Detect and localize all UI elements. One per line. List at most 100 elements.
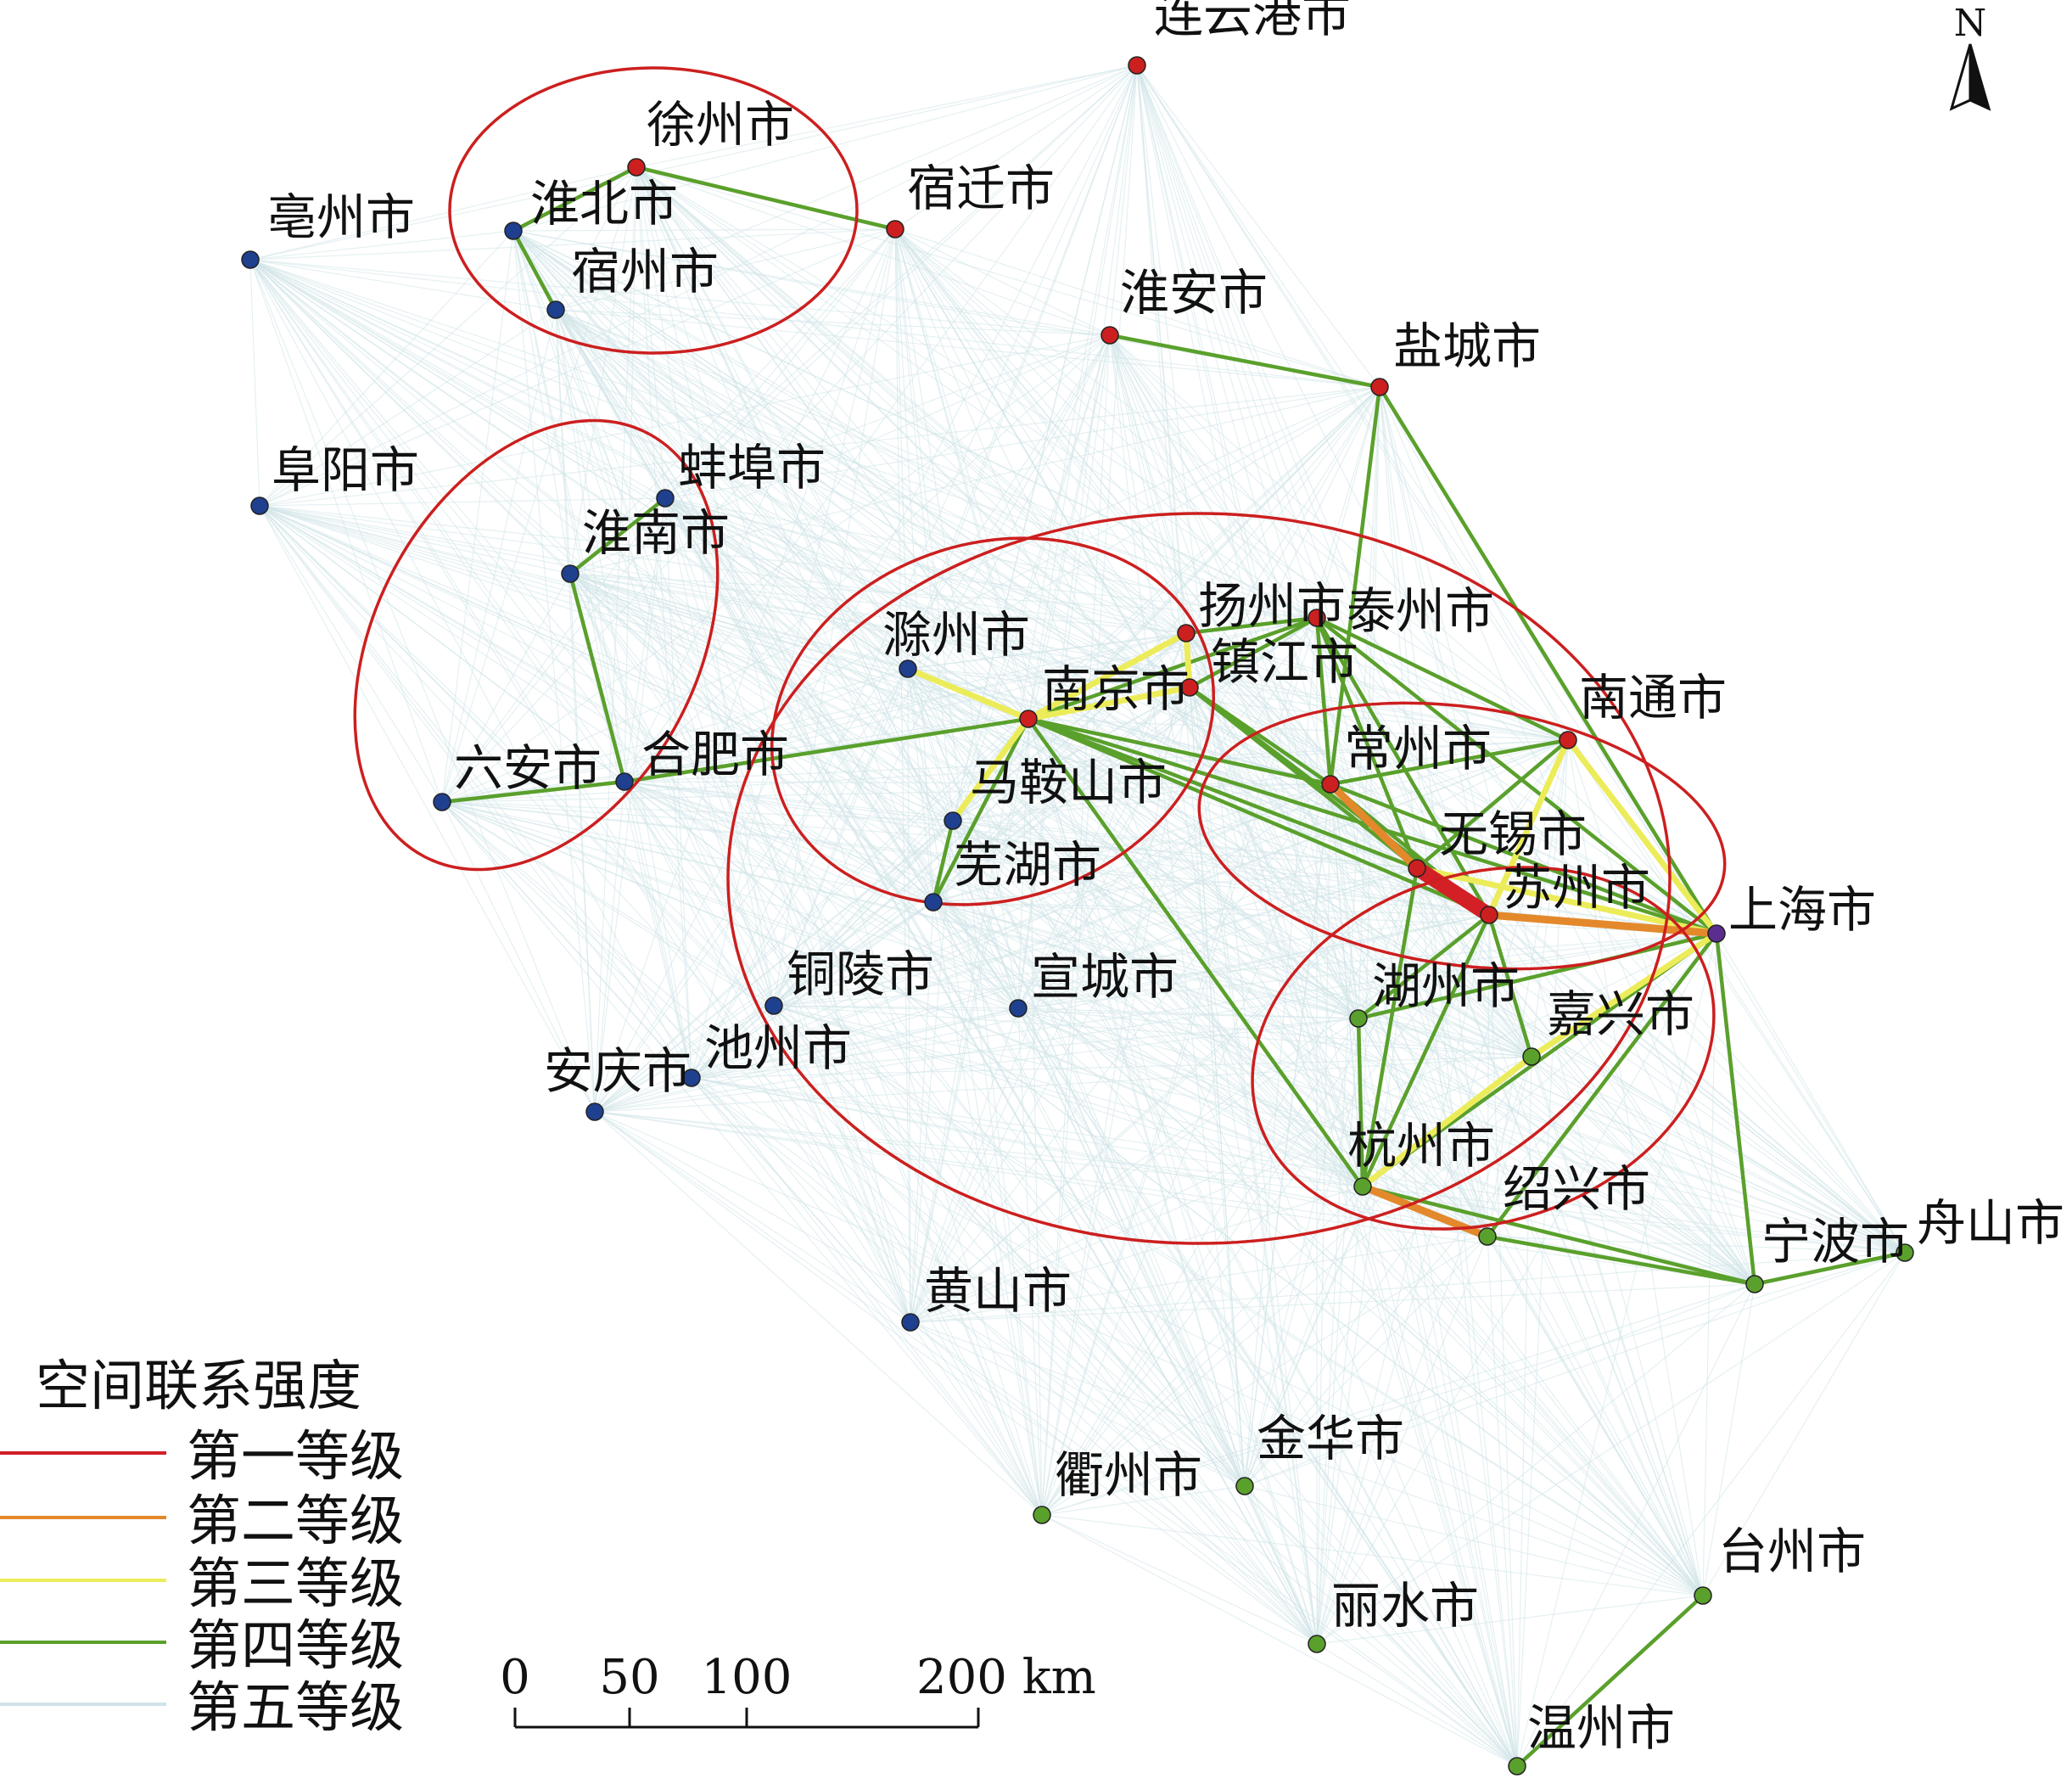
- city-label-jiaxing: 嘉兴市: [1547, 985, 1694, 1043]
- tier5-link: [636, 166, 1380, 388]
- tier5-link: [910, 1321, 1043, 1516]
- tier5-link: [259, 505, 443, 803]
- city-label-quzhou: 衢州市: [1055, 1446, 1202, 1504]
- tier5-link: [1702, 933, 1717, 1596]
- tier5-link: [249, 259, 1029, 720]
- tier5-link: [773, 1005, 1364, 1187]
- tier5-link: [1487, 739, 1569, 1237]
- tier5-link: [569, 573, 1190, 688]
- tier5-link: [1316, 1283, 1756, 1645]
- tier5-link: [555, 309, 625, 783]
- city-label-chuzhou: 滁州市: [882, 606, 1030, 664]
- city-label-changzhou: 常州市: [1344, 720, 1492, 777]
- tier5-link: [1416, 867, 1518, 1767]
- tier5-link: [594, 1111, 1518, 1767]
- tier5-link: [624, 334, 1111, 783]
- tier4-link-taizhou_js-nantong: [1314, 615, 1571, 743]
- tier5-link: [952, 783, 1331, 822]
- tier5-link: [1017, 867, 1418, 1009]
- tier5-link: [952, 820, 1364, 1187]
- tier5-link: [1416, 867, 1704, 1596]
- tier5-link: [1017, 1007, 1359, 1019]
- tier5-link: [569, 573, 1359, 1019]
- tier5-link: [1379, 386, 1756, 1285]
- tier5-link: [259, 505, 1359, 1019]
- tier5-link: [894, 65, 1138, 230]
- tier5-link: [894, 228, 1569, 741]
- tier5-link: [1516, 1283, 1756, 1767]
- tier5-link: [910, 1321, 1246, 1487]
- tier5-link: [691, 1056, 1532, 1079]
- tier5-link: [952, 820, 1717, 934]
- tier5-link: [1716, 933, 1906, 1254]
- tier5-link: [910, 1252, 1906, 1323]
- tier5-link: [1041, 1252, 1906, 1516]
- tier5-link: [1487, 1236, 1906, 1254]
- tier5-link: [624, 781, 775, 1007]
- tier5-link: [1028, 718, 1704, 1596]
- tier5-link: [773, 867, 1418, 1007]
- tier5-link: [691, 1077, 1364, 1187]
- cluster-ellipse-xuzhou: [448, 66, 859, 355]
- tier5-link: [691, 1077, 911, 1323]
- tier5-link: [249, 259, 666, 499]
- city-node-anqing: [585, 1102, 604, 1121]
- tier5-link: [555, 309, 1190, 688]
- city-label-nanjing: 南京市: [1042, 660, 1190, 718]
- tier5-link: [594, 1111, 1704, 1596]
- tier5-link: [664, 497, 1190, 688]
- tier5-link: [624, 781, 1359, 1019]
- tier5-link: [569, 573, 1418, 869]
- tier5-link: [773, 1005, 1043, 1516]
- tier5-link: [664, 497, 1532, 1057]
- tier5-link: [691, 1007, 1019, 1079]
- city-node-huaian: [1100, 326, 1119, 345]
- tier5-link: [441, 334, 1111, 803]
- tier5-link: [512, 228, 896, 232]
- tier5-link: [249, 259, 1380, 388]
- tier5-link: [594, 668, 909, 1113]
- tier5-link: [441, 632, 1187, 803]
- tier5-link: [249, 259, 625, 783]
- tier4-link-nantong-wuxi: [1414, 738, 1571, 871]
- tier5-link: [691, 1077, 1518, 1767]
- tier5-link: [441, 801, 1717, 934]
- tier5-link: [624, 497, 666, 783]
- tier3-link-nanjing-chuzhou: [904, 665, 1032, 722]
- city-node-lishui: [1308, 1635, 1326, 1653]
- tier5-link: [1244, 1236, 1488, 1487]
- tier5-link: [569, 573, 1569, 741]
- tier5-link: [259, 505, 1532, 1057]
- tier5-link: [441, 783, 1331, 803]
- tier5-link: [1185, 632, 1518, 1767]
- city-label-nantong: 南通市: [1579, 669, 1727, 727]
- tier5-link: [555, 309, 909, 670]
- tier5-link: [1362, 1186, 1906, 1254]
- tier5-link: [259, 166, 637, 507]
- tier5-link: [624, 781, 1532, 1057]
- tier5-link: [894, 228, 1906, 1254]
- city-node-huainan: [561, 564, 580, 583]
- city-node-yancheng: [1370, 378, 1389, 396]
- tier5-link: [932, 901, 1704, 1596]
- tier2-link-changzhou-wuxi: [1326, 780, 1421, 872]
- tier5-link: [636, 65, 1138, 168]
- city-label-maanshan: 马鞍山市: [970, 754, 1167, 811]
- tier5-link: [932, 901, 1019, 1009]
- tier4-link-nanjing-changzhou: [1026, 716, 1333, 787]
- tier3-link-hangzhou-jiaxing: [1359, 1053, 1535, 1190]
- tier5-link: [1017, 1007, 1043, 1516]
- tier5-link: [569, 573, 1906, 1254]
- tier5-link: [894, 228, 1532, 1057]
- tier5-link: [691, 867, 1418, 1079]
- tier5-link: [441, 801, 1318, 1645]
- tier5-link: [932, 386, 1380, 903]
- tier4-link-huainan-hefei: [568, 571, 627, 784]
- city-node-nanjing: [1019, 710, 1038, 728]
- tier5-link: [691, 1077, 1246, 1487]
- tier5-link: [910, 1236, 1488, 1323]
- tier5-link: [664, 497, 1518, 1767]
- tier5-link: [894, 228, 911, 1323]
- tier5-link: [249, 259, 775, 1007]
- tier5-link: [1244, 1252, 1906, 1487]
